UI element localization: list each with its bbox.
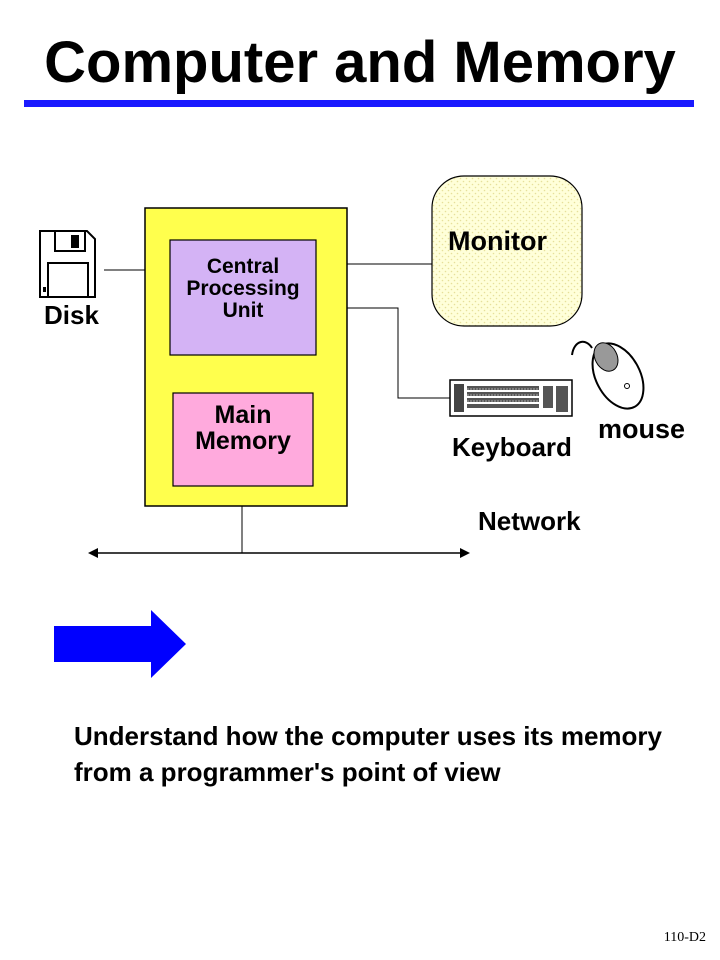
cpu-box [169, 239, 317, 356]
blue-arrow [54, 610, 186, 678]
title-underline [24, 100, 694, 107]
disk-icon [39, 230, 96, 298]
keyboard-connector [347, 307, 450, 399]
monitor-label: Monitor [448, 226, 547, 256]
slide-number: 110-D2 [663, 930, 706, 945]
memory-box [172, 392, 314, 487]
keyboard-label: Keyboard [452, 432, 572, 462]
monitor-shape [431, 175, 583, 327]
keyboard-icon [449, 379, 573, 417]
disk-label: Disk [44, 300, 99, 330]
page-title: Computer and Memory [44, 30, 676, 95]
mouse-label: mouse [598, 414, 686, 444]
network-arrow-left [88, 548, 98, 558]
mouse-icon [571, 340, 645, 410]
memory-label: Main Memory [195, 401, 291, 456]
network-label: Network [478, 506, 581, 536]
cpu-label: Central Processing Unit [186, 255, 300, 323]
summary-text: Understand how the computer uses its mem… [74, 721, 663, 787]
network-arrow-right [460, 548, 470, 558]
